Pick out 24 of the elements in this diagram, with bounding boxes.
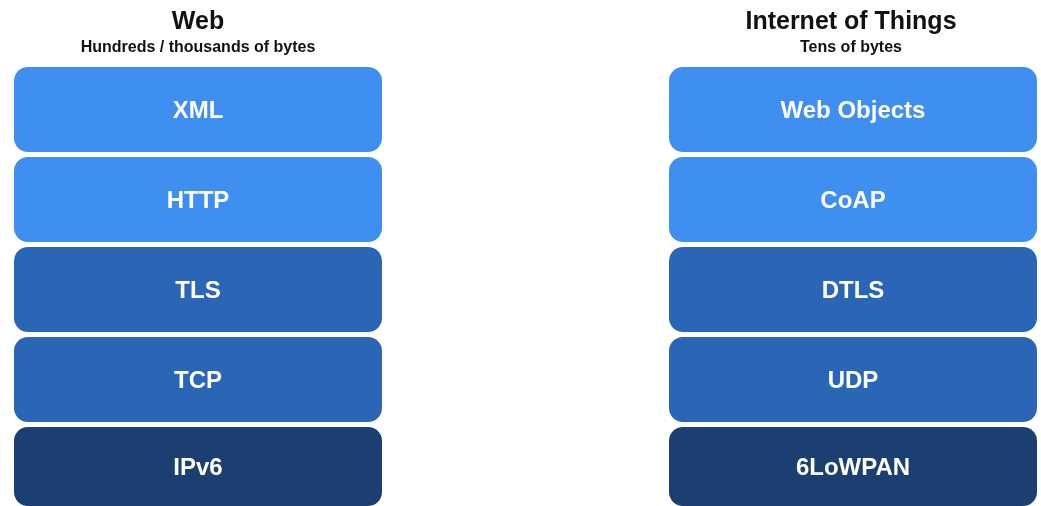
layer-box	[669, 427, 1037, 506]
layer-box	[669, 157, 1037, 242]
layer-label: TCP	[174, 365, 222, 394]
layer-box	[669, 337, 1037, 422]
layer-label: XML	[172, 95, 224, 124]
layer-label: TLS	[175, 275, 221, 304]
layer-box	[14, 157, 382, 242]
layer-label: IPv6	[173, 452, 223, 481]
layer-label: CoAP	[820, 185, 886, 214]
column-heading: Internet of Things	[744, 6, 958, 35]
layer-box	[14, 67, 382, 152]
layer-label: UDP	[827, 365, 879, 394]
column-subheading: Hundreds / thousands of bytes	[79, 38, 317, 56]
layer-box	[14, 427, 382, 506]
layer-box	[14, 337, 382, 422]
layer-box	[669, 67, 1037, 152]
layer-box	[669, 247, 1037, 332]
layer-label: 6LoWPAN	[795, 452, 911, 481]
layer-box	[14, 247, 382, 332]
layer-label: Web Objects	[780, 95, 926, 124]
column-heading: Web	[170, 6, 226, 35]
layer-label: DTLS	[821, 275, 885, 304]
column-subheading: Tens of bytes	[799, 38, 903, 56]
layer-label: HTTP	[166, 185, 230, 214]
